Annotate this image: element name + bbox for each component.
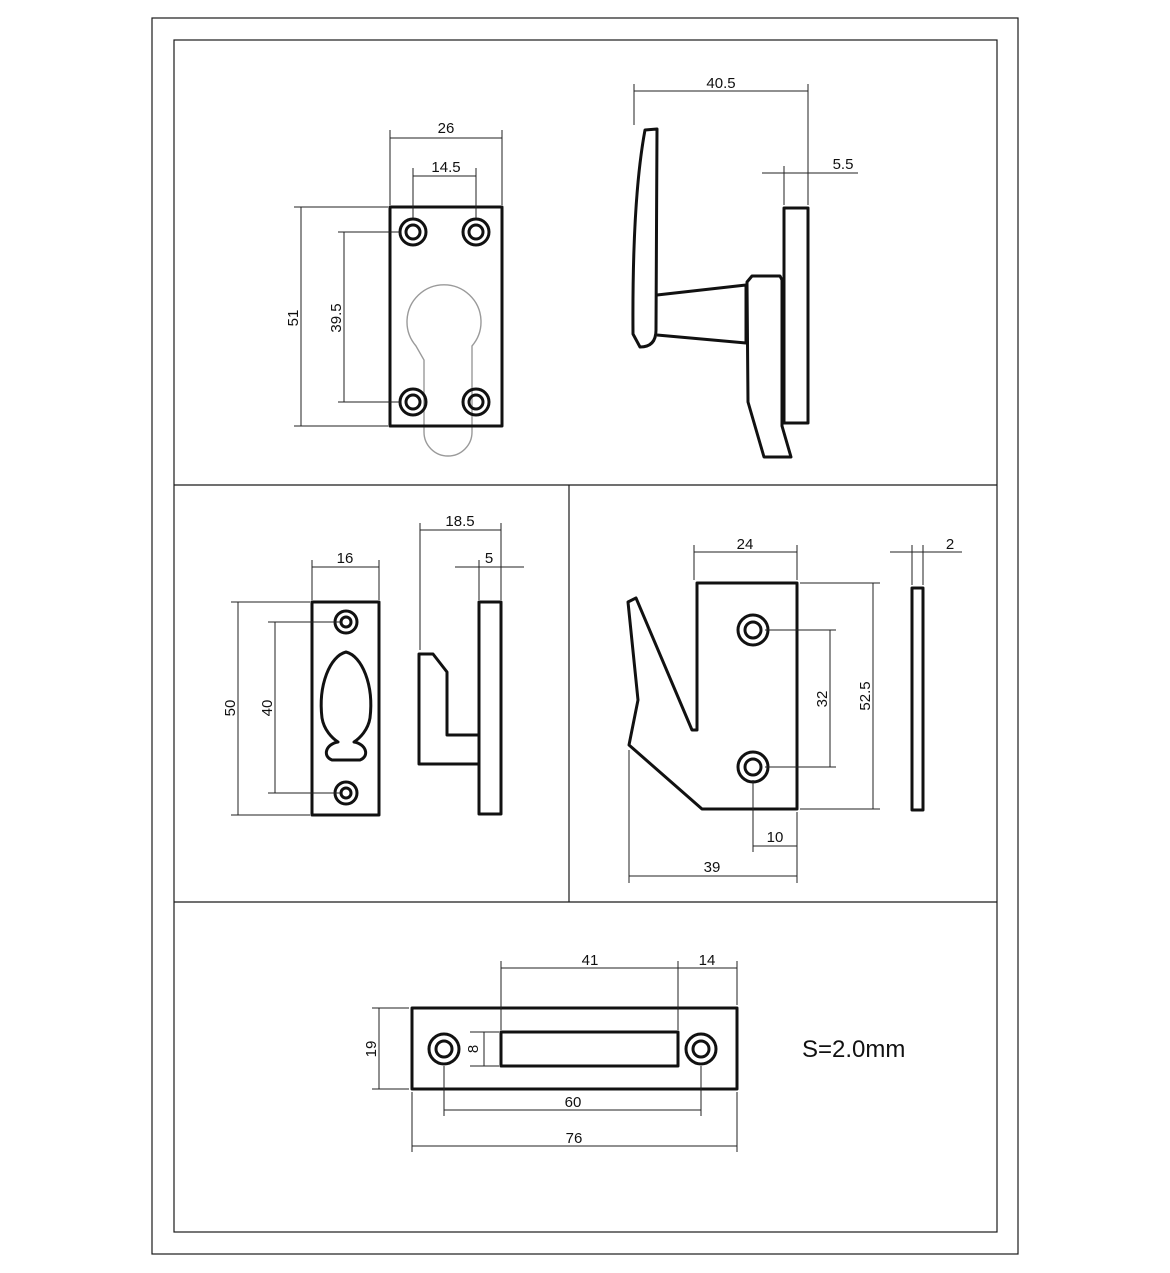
screw-hole [398, 217, 428, 247]
dim-18-5: 18.5 [445, 513, 474, 530]
strike-plate-front-view [410, 1006, 739, 1091]
dim-41: 41 [582, 952, 599, 969]
screw-hole [736, 613, 770, 647]
dim-76: 76 [566, 1130, 583, 1147]
dim-40: 40 [259, 700, 276, 717]
dim-32: 32 [814, 691, 831, 708]
keyhole-outline [406, 284, 482, 457]
dim-16: 16 [337, 550, 354, 567]
sheet-frame [151, 17, 1019, 1255]
dim-8: 8 [465, 1045, 482, 1053]
dimension-lines-panel1 [294, 130, 503, 427]
dim-5: 5 [485, 550, 493, 567]
dim-39: 39 [704, 859, 721, 876]
dim-52-5: 52.5 [857, 681, 874, 710]
dim-14: 14 [699, 952, 716, 969]
hook-plate-front-view [626, 581, 799, 811]
dim-40-5: 40.5 [706, 75, 735, 92]
screw-hole [736, 750, 770, 784]
dim-60: 60 [565, 1094, 582, 1111]
dim-51: 51 [285, 310, 302, 327]
dimension-lines-panel2-side [419, 523, 524, 650]
dim-2: 2 [946, 536, 954, 553]
screw-hole [684, 1032, 718, 1066]
dim-5-5: 5.5 [833, 156, 854, 173]
escutcheon-front-view [388, 205, 504, 457]
thickness-note: S=2.0mm [802, 1036, 905, 1063]
dimension-lines-panel4 [372, 961, 738, 1152]
dimension-lines-panel2 [231, 560, 380, 816]
dim-24: 24 [737, 536, 754, 553]
hook-plate-edge-view [910, 586, 925, 812]
keeper-front-view [310, 600, 381, 817]
dim-50: 50 [222, 700, 239, 717]
screw-hole [461, 387, 491, 417]
dimension-lines-panel1-side [633, 84, 858, 205]
strike-slot [499, 1030, 680, 1068]
keeper-slot [319, 650, 373, 762]
dim-19: 19 [363, 1041, 380, 1058]
dim-26: 26 [438, 120, 455, 137]
keeper-side-view [417, 600, 503, 816]
screw-hole [461, 217, 491, 247]
screw-hole [398, 387, 428, 417]
latch-side-view [631, 127, 810, 459]
dim-39-5: 39.5 [328, 303, 345, 332]
dim-10: 10 [767, 829, 784, 846]
dimension-lines-panel3 [628, 545, 962, 883]
dim-14-5: 14.5 [431, 159, 460, 176]
screw-hole [427, 1032, 461, 1066]
